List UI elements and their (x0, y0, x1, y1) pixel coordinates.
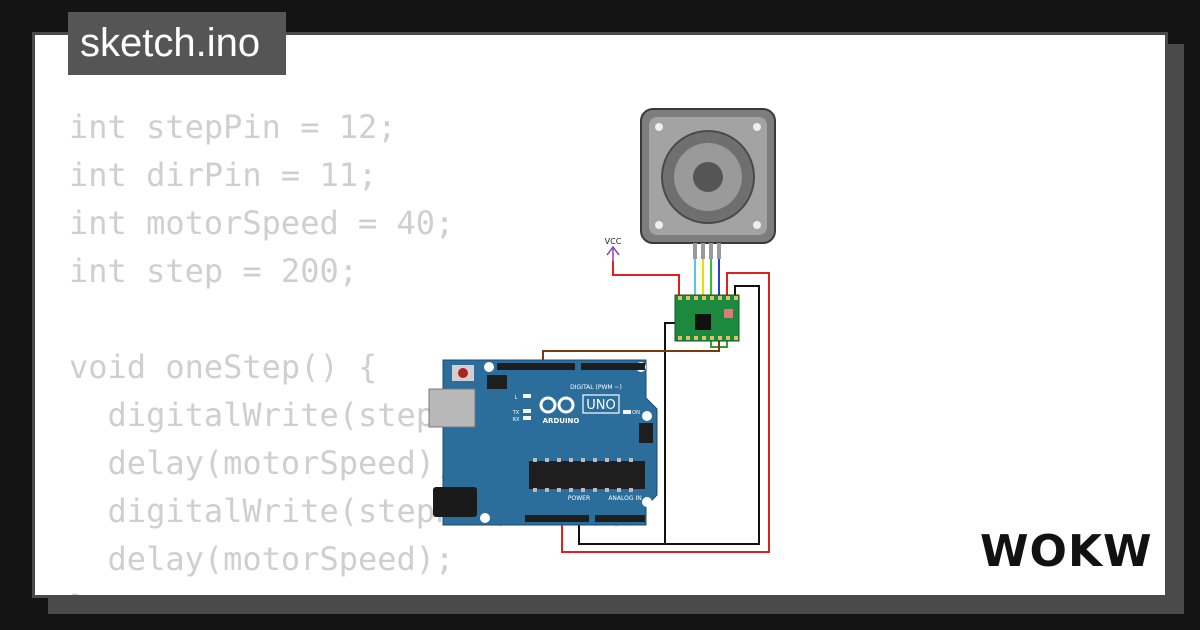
code-line: } (69, 583, 647, 595)
svg-text:ON: ON (632, 410, 640, 416)
wokwi-logo: WOKWi (980, 528, 1150, 574)
stepper-motor[interactable] (640, 108, 776, 259)
svg-text:ANALOG IN: ANALOG IN (608, 495, 641, 502)
code-line: delay(motorSpeed); (69, 444, 455, 482)
code-editor: int stepPin = 12; int dirPin = 11; int mot… (69, 103, 647, 595)
svg-text:ARDUINO: ARDUINO (543, 417, 580, 425)
svg-text:POWER: POWER (568, 495, 590, 502)
arduino-uno-board[interactable]: UNO ARDUINO DIGITAL (PWM ~) POWER ANALOG… (428, 359, 658, 526)
motor-wires (694, 259, 720, 297)
svg-text:RX: RX (513, 417, 520, 423)
code-line: int stepPin = 12; (69, 108, 397, 146)
svg-text:UNO: UNO (586, 398, 615, 413)
code-line: int motorSpeed = 40; (69, 204, 455, 242)
svg-text:TX: TX (512, 410, 520, 416)
code-line: void oneStep() { (69, 348, 378, 386)
svg-text:WOKWi: WOKWi (980, 528, 1150, 574)
svg-text:VCC: VCC (605, 237, 622, 246)
code-line: delay(motorSpeed); (69, 540, 455, 578)
svg-text:L: L (515, 395, 518, 401)
stepper-driver-a4988[interactable] (674, 294, 740, 342)
circuit-diagram: VCC (428, 108, 776, 553)
file-tab[interactable]: sketch.ino (68, 12, 286, 75)
project-preview-card: int stepPin = 12; int dirPin = 11; int mot… (32, 32, 1168, 598)
code-line: int dirPin = 11; (69, 156, 378, 194)
vcc-supply: VCC (605, 237, 622, 261)
code-line: int step = 200; (69, 252, 358, 290)
svg-text:DIGITAL (PWM ~): DIGITAL (PWM ~) (570, 384, 622, 391)
circuit-wires (542, 261, 770, 553)
